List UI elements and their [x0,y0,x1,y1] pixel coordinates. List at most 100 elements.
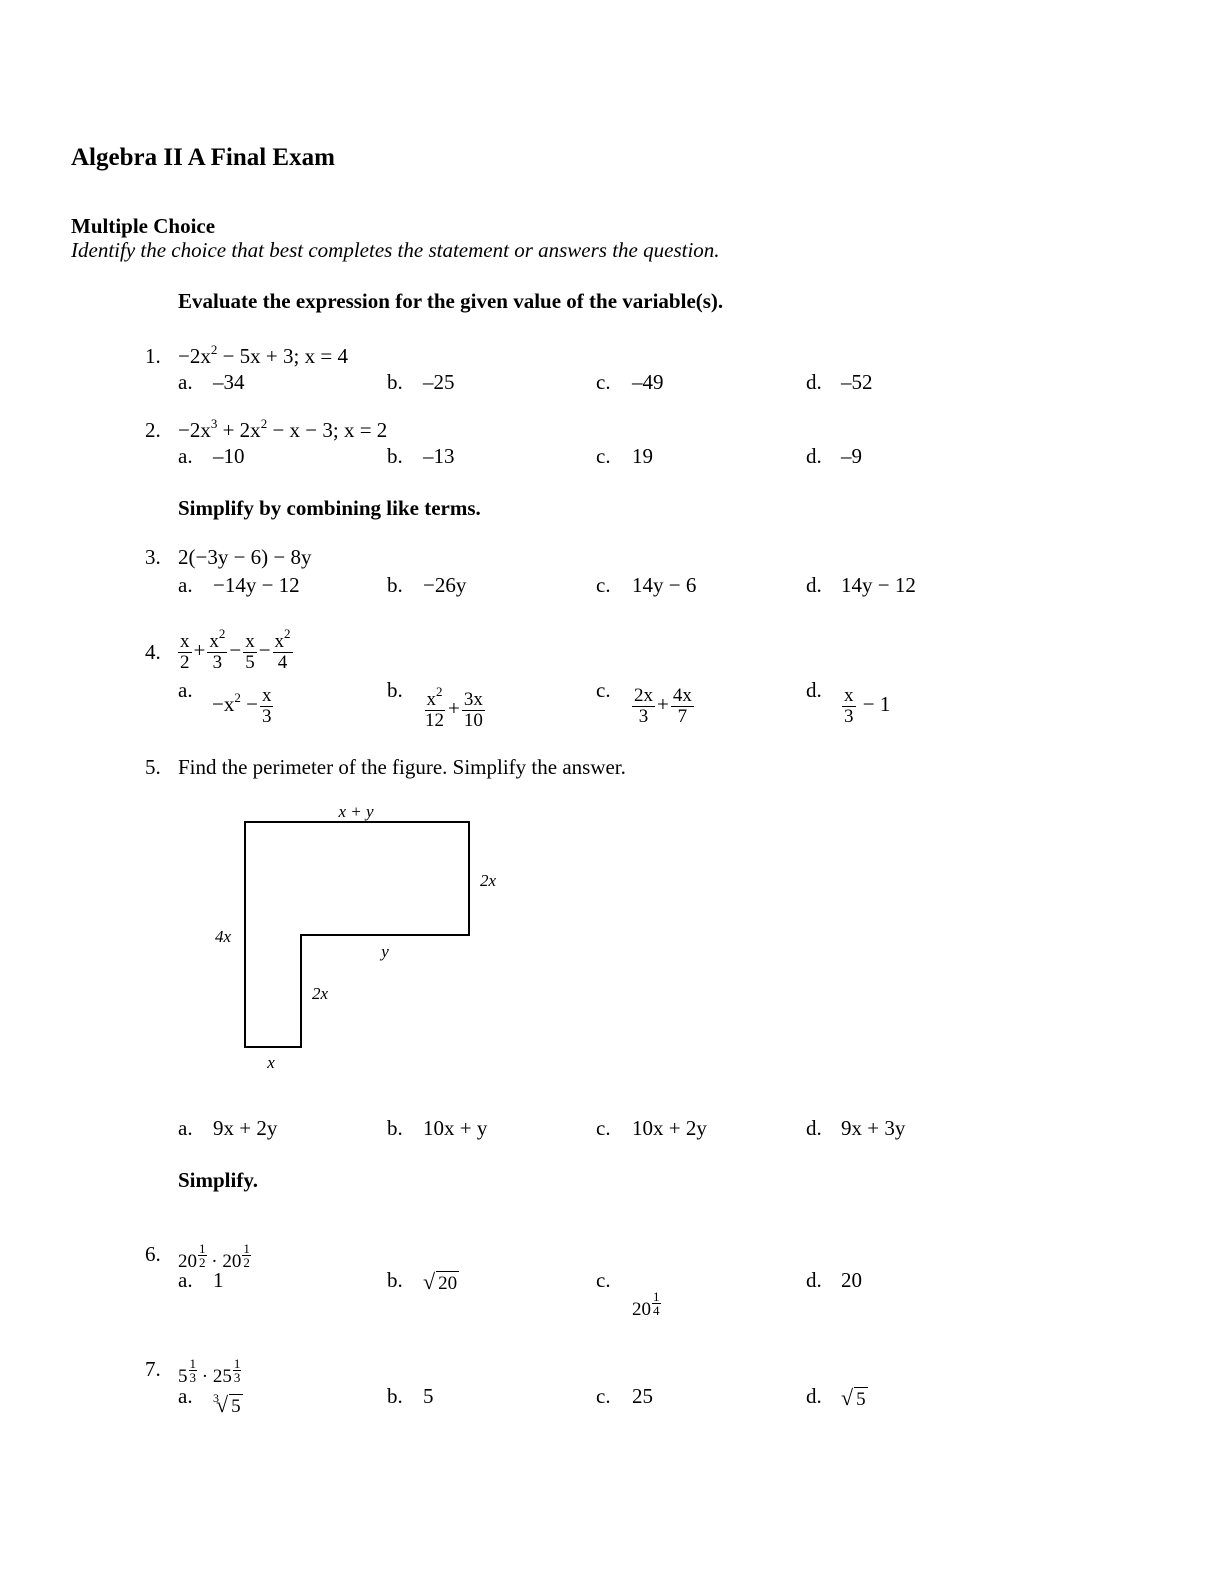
choice-letter: b. [387,1268,403,1292]
denominator: 7 [677,705,688,727]
choice-value: –49 [632,370,664,394]
radical-icon: √ [841,1385,854,1410]
base: 20 [178,1251,197,1272]
numerator: 1 [242,1241,251,1256]
numerator: x [243,630,257,653]
choice-letter: a. [178,678,193,702]
choice-letter: a. [178,1268,193,1292]
stem-part: −2x [178,344,211,368]
choice-letter: d. [806,1268,822,1292]
choice-value: –52 [841,370,873,394]
operator: + [448,696,460,720]
exponent: 2 [210,342,218,357]
denominator: 10 [463,709,483,731]
radicand: 5 [854,1387,868,1410]
variable: x [274,630,285,652]
numerator: x [178,630,192,653]
denominator: 4 [653,1303,660,1318]
choice-value: –9 [841,444,862,468]
denominator: 3 [233,1370,241,1385]
choice-value: 1 [213,1268,224,1292]
choice-value: 9x + 2y [213,1116,278,1140]
stem-part: + 2x [217,418,261,442]
choice-letter: d. [806,1384,822,1408]
operator: − [258,638,271,662]
choice-letter: c. [596,1384,611,1408]
question-number: 3. [145,545,161,569]
question-number: 6. [145,1242,161,1266]
operator: · [211,1251,218,1272]
denominator: 5 [245,651,255,673]
choice-letter: d. [806,678,822,702]
numerator: 3x [461,688,485,711]
choice-value: −14y − 12 [213,573,300,597]
choice-value: –25 [423,370,455,394]
operator: + [193,638,206,662]
choice-letter: b. [387,1384,403,1408]
choice-letter: a. [178,573,193,597]
question-number: 2. [145,418,161,442]
choice-value: −26y [423,573,467,597]
label-inner-vertical: 2x [312,984,329,1003]
root-index: 3 [213,1391,219,1405]
question-stem: −2x2 − 5x + 3; x = 4 [178,342,348,368]
choice-value: 9x + 3y [841,1116,906,1140]
choice-letter: d. [806,444,822,468]
exponent: 2 [218,625,226,641]
variable: x [209,630,219,652]
label-bottom: x [266,1053,275,1072]
directions-combine: Simplify by combining like terms. [178,496,481,520]
choice-letter: c. [596,1116,611,1140]
choice-letter: d. [806,1116,822,1140]
label-left: 4x [215,927,232,946]
section-instructions: Identify the choice that best completes … [71,238,720,262]
operator: − [246,692,258,716]
choice-value: √5 [841,1386,868,1412]
choice-letter: d. [806,573,822,597]
choice-value: 14y − 12 [841,573,916,597]
denominator: 2 [199,1255,206,1270]
operator: + [657,692,669,716]
label-right: 2x [480,871,497,890]
base: 20 [222,1251,242,1272]
exponent: 3 [210,416,218,431]
choice-letter: b. [387,678,403,702]
exponent: 2 [284,625,291,641]
choice-letter: c. [596,1268,611,1292]
directions-simplify: Simplify. [178,1168,258,1192]
numerator: 2x [632,684,655,707]
numerator: 1 [232,1356,242,1371]
denominator: 3 [638,705,649,727]
directions-evaluate: Evaluate the expression for the given va… [178,289,724,313]
choice-value: 19 [632,444,653,468]
exponent: 2 [436,683,443,699]
choice-letter: c. [596,370,611,394]
radicand: 5 [229,1394,243,1417]
choice-letter: a. [178,1116,193,1140]
variable: x [426,688,437,710]
choice-value: 3√5 [213,1386,243,1419]
question-number: 7. [145,1357,161,1381]
operator: − [229,638,242,662]
stem-part: − x − 3; x = 2 [267,418,388,442]
numerator: x [842,684,856,707]
base: 25 [212,1366,232,1387]
numerator: 1 [198,1241,207,1256]
choice-letter: b. [387,370,403,394]
radicand: 20 [436,1271,460,1294]
choice-letter: c. [596,573,611,597]
